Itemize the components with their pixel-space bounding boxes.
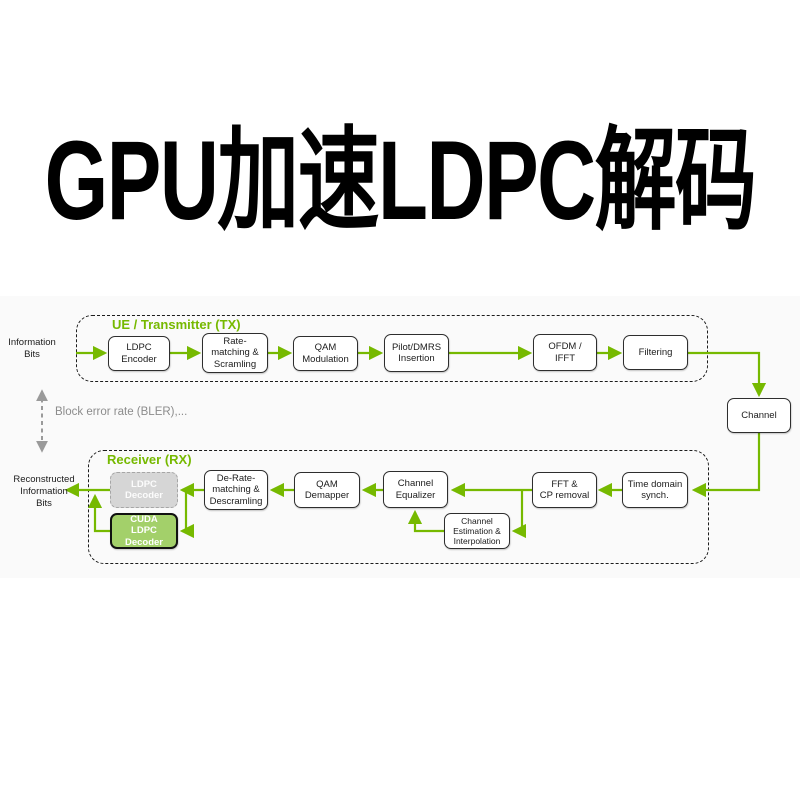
label-bler: Block error rate (BLER),...: [55, 406, 188, 418]
label-reconstructed-information-bits: Reconstructed Information Bits: [13, 474, 75, 509]
block-channel: Channel: [727, 398, 791, 433]
block-ldpc-decoder: LDPC Decoder: [110, 472, 178, 508]
block-time-domain-sync: Time domain synch.: [622, 472, 688, 508]
label-information-bits: Information Bits: [8, 337, 56, 360]
block-pilot-dmrs-insertion: Pilot/DMRS Insertion: [384, 334, 449, 372]
block-rate-matching-scrambling: Rate- matching & Scramling: [202, 333, 268, 373]
block-channel-estimation-interpolation: Channel Estimation & Interpolation: [444, 513, 510, 549]
block-fft-cp-removal: FFT & CP removal: [532, 472, 597, 508]
block-filtering: Filtering: [623, 335, 688, 370]
tx-section-label: UE / Transmitter (TX): [112, 317, 241, 332]
tx-flow-arrows: [76, 345, 767, 498]
block-ldpc-encoder: LDPC Encoder: [108, 336, 170, 371]
block-cuda-ldpc-decoder: CUDA LDPC Decoder: [110, 513, 178, 549]
block-ofdm-ifft: OFDM / IFFT: [533, 334, 597, 371]
tx-section-box: [76, 315, 708, 382]
block-qam-modulation: QAM Modulation: [293, 336, 358, 371]
rx-section-label: Receiver (RX): [107, 452, 192, 467]
block-de-rate-matching-descrambling: De-Rate- matching & Descramling: [204, 470, 268, 510]
block-channel-equalizer: Channel Equalizer: [383, 471, 448, 508]
block-qam-demapper: QAM Demapper: [294, 472, 360, 508]
page-title: GPU加速LDPC解码: [44, 118, 757, 243]
rx-flow-arrows: [64, 482, 622, 539]
